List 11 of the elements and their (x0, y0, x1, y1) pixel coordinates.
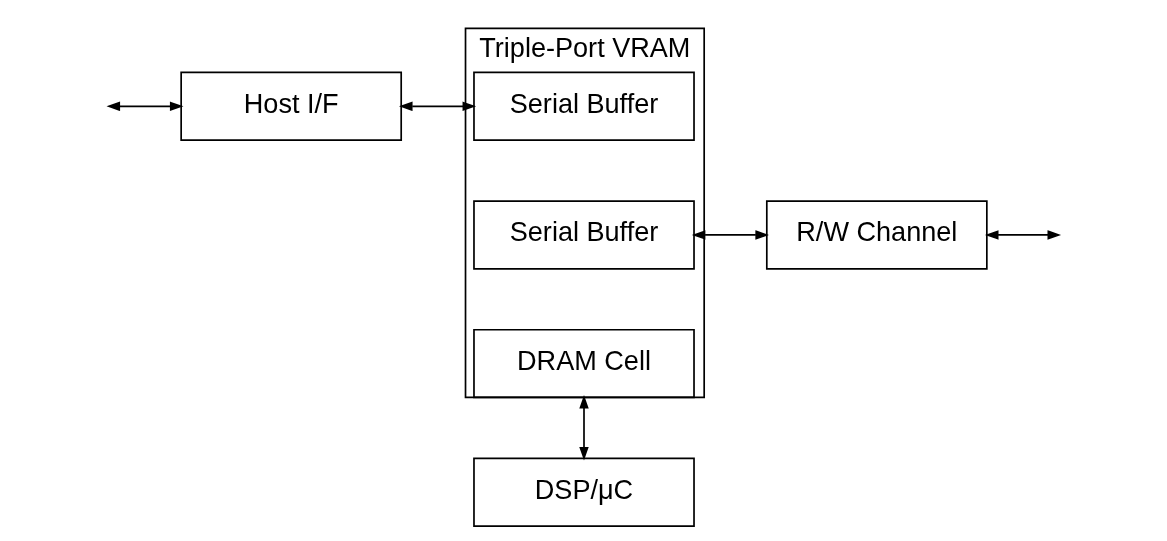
arrow (691, 230, 769, 240)
node-box: DSP/μC (472, 457, 695, 527)
arrow (578, 395, 589, 461)
arrow (398, 101, 476, 112)
node-box: Serial Buffer (472, 71, 695, 141)
node-box: Serial Buffer (472, 200, 695, 270)
node-box: DRAM Cell (472, 328, 695, 399)
arrow (984, 230, 1061, 240)
arrow (106, 101, 183, 112)
node-box: Host I/F (179, 71, 402, 141)
node-box: R/W Channel (765, 200, 988, 270)
